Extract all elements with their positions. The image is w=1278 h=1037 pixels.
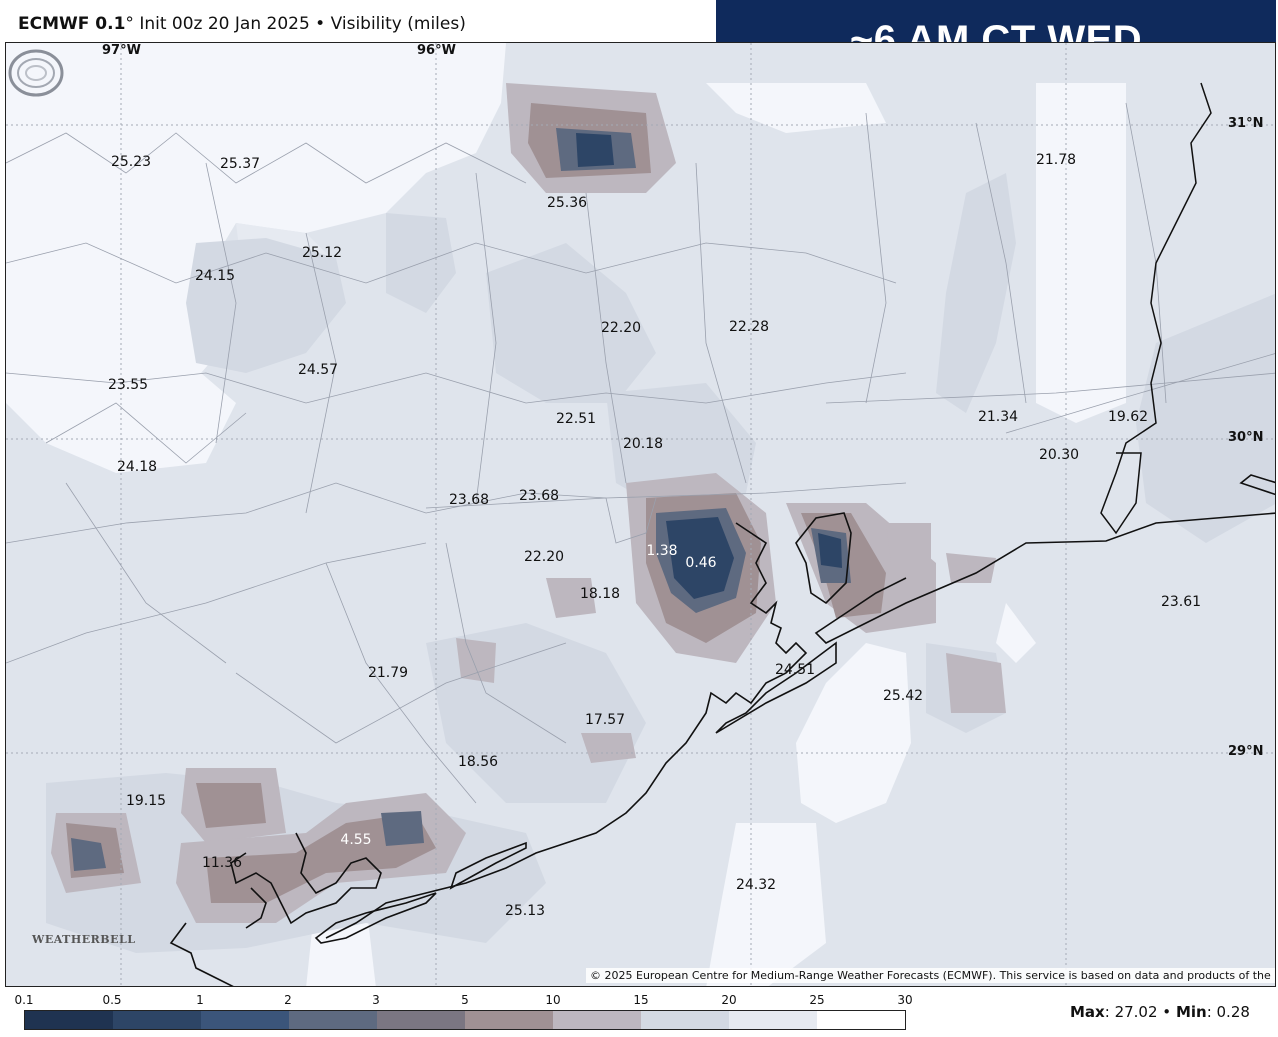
value-label: 17.57 — [584, 712, 626, 728]
min-value: 0.28 — [1216, 1003, 1250, 1021]
scale-swatch — [113, 1011, 201, 1029]
scale-swatch — [553, 1011, 641, 1029]
scale-tick: 20 — [721, 993, 737, 1007]
value-label: 18.18 — [579, 586, 621, 602]
value-label: 19.62 — [1107, 409, 1149, 425]
lat-label-29n: 29°N — [1228, 744, 1264, 759]
value-label: 22.20 — [523, 549, 565, 565]
field-name: Visibility (miles) — [330, 14, 466, 34]
max-label: Max — [1070, 1003, 1105, 1021]
value-label: 25.37 — [219, 156, 261, 172]
clear-areas — [6, 43, 1126, 986]
value-label: 23.55 — [107, 377, 149, 393]
value-label: 24.15 — [194, 268, 236, 284]
value-label: 19.15 — [125, 793, 167, 809]
county-lines — [6, 102, 1275, 804]
scale-swatch — [817, 1011, 905, 1029]
lon-label-96w: 96°W — [417, 43, 456, 58]
lat-label-31n: 31°N — [1228, 116, 1264, 131]
fog-cores — [576, 133, 842, 599]
map-header: ECMWF 0.1° Init 00z 20 Jan 2025 • Visibi… — [18, 14, 466, 34]
value-label: 20.30 — [1038, 447, 1080, 463]
value-label: 18.56 — [457, 754, 499, 770]
value-label: 25.36 — [546, 195, 588, 211]
value-label: 25.12 — [301, 245, 343, 261]
scale-tick: 0.5 — [102, 993, 122, 1007]
value-label: 1.38 — [646, 543, 678, 559]
value-label: 25.13 — [504, 903, 546, 919]
map-graphics — [6, 43, 1275, 986]
model-name: ECMWF 0.1 — [18, 14, 126, 34]
stats-bullet: • — [1162, 1003, 1172, 1021]
scale-tick: 5 — [461, 993, 469, 1007]
scale-swatch — [289, 1011, 377, 1029]
value-label: 24.51 — [774, 662, 816, 678]
value-label: 25.42 — [882, 688, 924, 704]
scale-tick: 10 — [545, 993, 561, 1007]
scale-swatch — [465, 1011, 553, 1029]
value-label: 21.79 — [367, 665, 409, 681]
lat-label-30n: 30°N — [1228, 430, 1264, 445]
value-label: 21.78 — [1035, 152, 1077, 168]
degree-sign: ° — [125, 14, 134, 34]
max-min-stats: Max: 27.02 • Min: 0.28 — [1070, 1003, 1250, 1021]
header-separator: • — [315, 14, 326, 34]
init-time: Init 00z 20 Jan 2025 — [139, 14, 310, 34]
value-label: 0.46 — [685, 555, 717, 571]
scale-swatch — [641, 1011, 729, 1029]
value-label: 21.34 — [977, 409, 1019, 425]
graticule — [6, 43, 1275, 986]
weatherbell-logo-icon — [8, 49, 64, 97]
scale-tick: 1 — [196, 993, 204, 1007]
scale-swatch — [25, 1011, 113, 1029]
scale-tick: 25 — [809, 993, 825, 1007]
visibility-map: 97°W 96°W 31°N 30°N 29°N 25.23 25.37 25.… — [5, 42, 1276, 987]
value-label: 22.28 — [728, 319, 770, 335]
value-label: 11.36 — [201, 855, 243, 871]
value-label: 25.23 — [110, 154, 152, 170]
scale-tick: 30 — [897, 993, 913, 1007]
copyright-notice: © 2025 European Centre for Medium-Range … — [586, 968, 1275, 983]
max-value: 27.02 — [1114, 1003, 1158, 1021]
value-label: 24.57 — [297, 362, 339, 378]
scale-tick: 0.1 — [14, 993, 34, 1007]
scale-tick: 2 — [284, 993, 292, 1007]
value-label: 23.68 — [448, 492, 490, 508]
scale-swatch — [377, 1011, 465, 1029]
value-label: 23.68 — [518, 488, 560, 504]
scale-tick: 15 — [633, 993, 649, 1007]
value-label: 24.32 — [735, 877, 777, 893]
lon-label-97w: 97°W — [102, 43, 141, 58]
coastline — [169, 474, 1275, 986]
value-label: 4.55 — [340, 832, 372, 848]
value-label: 20.18 — [622, 436, 664, 452]
scale-tick: 3 — [372, 993, 380, 1007]
logo-text: WEATHERBELL — [32, 933, 136, 946]
min-label: Min — [1175, 1003, 1207, 1021]
scale-swatch — [201, 1011, 289, 1029]
scale-swatch — [729, 1011, 817, 1029]
value-label: 22.20 — [600, 320, 642, 336]
value-label: 23.61 — [1160, 594, 1202, 610]
color-scale-bar — [24, 1010, 906, 1030]
value-label: 24.18 — [116, 459, 158, 475]
value-label: 22.51 — [555, 411, 597, 427]
state-border — [1100, 82, 1212, 535]
